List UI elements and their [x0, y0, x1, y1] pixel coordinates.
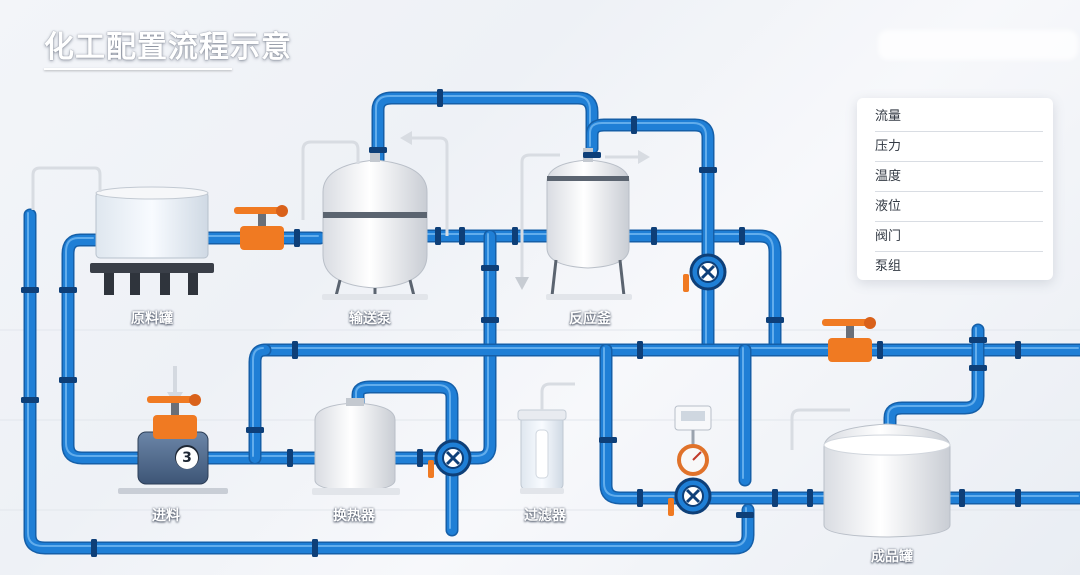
heat-exchanger-vessel	[312, 398, 400, 495]
pipe-joint	[699, 167, 717, 173]
label-filter: 过滤器	[524, 508, 566, 524]
pipe-joint	[631, 116, 637, 134]
pipe-highlight	[27, 212, 747, 547]
pipe-highlight	[65, 237, 139, 457]
pipe-joint	[807, 489, 813, 507]
legend-item-pressure: 压力	[875, 132, 1043, 162]
pipe-joint	[287, 449, 293, 467]
pipe-highlight	[625, 233, 774, 349]
pipe-joint	[651, 227, 657, 245]
pipe-highlight	[589, 122, 707, 349]
butterfly-valve	[428, 439, 472, 478]
gate-valve	[822, 317, 876, 362]
pipe-joint	[512, 227, 518, 245]
title-underline	[44, 68, 232, 70]
pipe-tank-down	[63, 235, 145, 463]
header-blur-bar	[878, 30, 1078, 60]
pipe-joint	[59, 377, 77, 383]
pipe-center-vertical	[465, 231, 495, 463]
label-heat-exchanger: 换热器	[333, 508, 375, 524]
filter-unit	[517, 382, 575, 494]
pipe-joint	[481, 317, 499, 323]
pipe-highlight	[252, 347, 264, 457]
pipe-network	[23, 91, 1080, 555]
gate-valve	[234, 205, 288, 250]
label-transfer-pump: 输送泵	[349, 311, 391, 327]
pipe-joint	[877, 341, 883, 359]
pipe-joint	[969, 337, 987, 343]
pipe-joint	[312, 539, 318, 557]
pipe-joint	[1015, 489, 1021, 507]
pipe-exchanger-top	[353, 382, 457, 445]
legend-item-temperature: 温度	[875, 162, 1043, 192]
label-feed: 进料	[152, 508, 180, 524]
product-tank	[790, 408, 951, 538]
pipe-joint	[369, 147, 387, 153]
pipe-joint	[766, 317, 784, 323]
butterfly-valve	[668, 477, 712, 516]
legend-item-flow: 流量	[875, 102, 1043, 132]
reactor-vessel	[515, 148, 650, 300]
pipe-joint	[59, 287, 77, 293]
pipe-joint	[969, 365, 987, 371]
pipe-joint	[21, 287, 39, 293]
gate-valves	[147, 205, 876, 439]
pipe-highlight	[355, 384, 451, 439]
pump-number-badge: 3	[176, 447, 198, 469]
pipe-joint	[417, 449, 423, 467]
raw-material-tank	[31, 166, 214, 295]
pipe-joint	[637, 341, 643, 359]
butterfly-valve	[683, 253, 727, 292]
pipe-joint	[1015, 341, 1021, 359]
valves	[428, 253, 727, 516]
pipe-joint	[583, 152, 601, 158]
pipe-main-drop	[250, 345, 270, 463]
label-product-tank: 成品罐	[871, 549, 913, 565]
pipe-joint	[21, 397, 39, 403]
pipe-joint	[292, 341, 298, 359]
pipe-highlight	[467, 233, 489, 457]
pipe-right-vertical	[601, 345, 835, 503]
pipe-joint	[736, 512, 754, 518]
gate-valve	[147, 394, 201, 439]
pipe-joint	[599, 437, 617, 443]
pipe-joint	[246, 427, 264, 433]
page-title: 化工配置流程示意	[44, 30, 292, 65]
pipe-product-top	[885, 325, 983, 433]
transfer-pump-vessel	[301, 131, 449, 300]
pipe-highlight	[603, 347, 829, 497]
legend-item-pump: 泵组	[875, 259, 902, 274]
pressure-gauge	[674, 405, 712, 476]
pipe-joint	[739, 227, 745, 245]
pipe-highlight	[375, 95, 591, 159]
pipe-highlight	[887, 327, 977, 427]
pipe-joint	[437, 89, 443, 107]
pipe-joint	[294, 229, 300, 247]
pipe-joint	[637, 489, 643, 507]
pipe-overhead-2	[587, 120, 713, 355]
pipe-joint	[91, 539, 97, 557]
pipe-joint	[459, 227, 465, 245]
pipe-joint	[959, 489, 965, 507]
label-reactor: 反应釜	[569, 311, 611, 327]
pipe-joints	[21, 89, 1021, 557]
pipe-joint	[435, 227, 441, 245]
legend-item-valve: 阀门	[875, 222, 1043, 252]
pipe-overhead	[373, 93, 597, 165]
pipe-joint	[772, 489, 778, 507]
label-raw-tank: 原料罐	[131, 311, 173, 327]
pipe-joint	[481, 265, 499, 271]
legend-item-level: 液位	[875, 192, 1043, 222]
legend-panel: 流量 压力 温度 液位 阀门 泵组	[857, 98, 1053, 280]
